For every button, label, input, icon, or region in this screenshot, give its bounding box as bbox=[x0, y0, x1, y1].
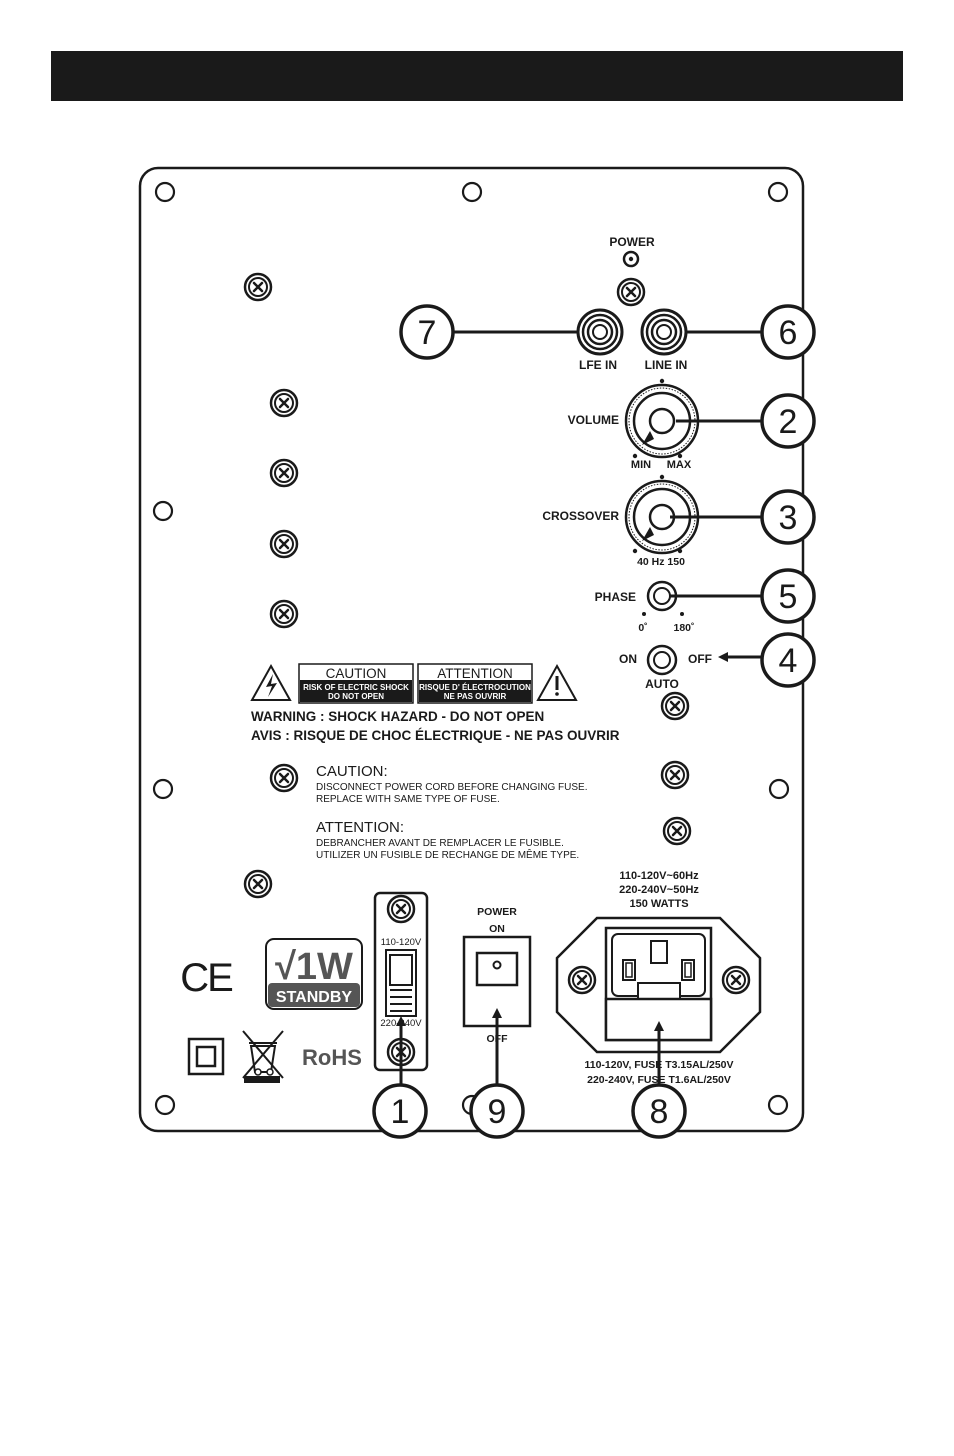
standby-small-text: STANDBY bbox=[276, 989, 352, 1006]
fuse-attention-line-1: DEBRANCHER AVANT DE REMPLACER LE FUSIBLE… bbox=[316, 838, 564, 849]
volume-label: VOLUME bbox=[568, 413, 619, 427]
power-led bbox=[622, 250, 640, 268]
callout-circles bbox=[372, 304, 816, 1139]
power-rating-line-1: 110-120V~60Hz bbox=[619, 870, 699, 882]
warning-line-2: AVIS : RISQUE DE CHOC ÉLECTRIQUE - NE PA… bbox=[251, 728, 620, 743]
attention-label-box bbox=[417, 663, 533, 704]
weee-bin-icon bbox=[242, 1030, 284, 1083]
callout-5: 5 bbox=[779, 578, 798, 616]
fuse-attention-line-2: UTILIZER UN FUSIBLE DE RECHANGE DE MÊME … bbox=[316, 848, 579, 861]
attention-box-title: ATTENTION bbox=[437, 666, 513, 681]
fuse-caution-heading: CAUTION: bbox=[316, 763, 388, 780]
line-in-label: LINE IN bbox=[645, 358, 688, 372]
lightning-warning-icon bbox=[250, 663, 292, 701]
callout-8: 8 bbox=[650, 1093, 669, 1131]
callout-lines bbox=[396, 330, 762, 1087]
callout-3: 3 bbox=[779, 499, 798, 537]
callout-1: 1 bbox=[391, 1093, 410, 1131]
header-bar bbox=[51, 51, 903, 101]
caution-box-title: CAUTION bbox=[326, 666, 387, 681]
attention-box-sub2: NE PAS OUVRIR bbox=[444, 692, 507, 701]
lfe-in-jack[interactable] bbox=[576, 308, 624, 356]
caution-box-sub2: DO NOT OPEN bbox=[328, 692, 384, 701]
power-switch-on: ON bbox=[489, 923, 505, 935]
fuse-rating-line-1: 110-120V, FUSE T3.15AL/250V bbox=[584, 1059, 733, 1071]
iec-power-inlet[interactable] bbox=[555, 916, 762, 1054]
caution-box-sub1: RISK OF ELECTRIC SHOCK bbox=[303, 683, 409, 692]
crossover-range-label: 40 Hz 150 bbox=[637, 556, 685, 568]
power-rating-line-2: 220-240V~50Hz bbox=[619, 884, 699, 896]
rohs-mark: RoHS bbox=[302, 1045, 362, 1070]
ce-mark: CE bbox=[180, 956, 232, 1000]
on-label: ON bbox=[619, 652, 637, 666]
lfe-in-label: LFE IN bbox=[579, 358, 617, 372]
exclamation-warning-icon bbox=[536, 663, 578, 701]
phase-label: PHASE bbox=[595, 590, 636, 604]
standby-badge bbox=[265, 938, 363, 1010]
callout-9: 9 bbox=[488, 1093, 507, 1131]
double-insulation-icon bbox=[187, 1037, 225, 1076]
volume-min-label: MIN bbox=[631, 459, 651, 471]
callout-6: 6 bbox=[779, 314, 798, 352]
callout-4: 4 bbox=[779, 642, 798, 680]
power-rating-line-3: 150 WATTS bbox=[629, 898, 688, 910]
volume-max-label: MAX bbox=[667, 459, 692, 471]
power-switch-off: OFF bbox=[487, 1033, 509, 1045]
line-in-jack[interactable] bbox=[640, 308, 688, 356]
crossover-knob[interactable] bbox=[624, 474, 700, 555]
off-label: OFF bbox=[688, 652, 712, 666]
callout-7: 7 bbox=[418, 314, 437, 352]
phase-180-label: 180˚ bbox=[673, 622, 694, 634]
voltage-selector-switch[interactable] bbox=[373, 891, 429, 1072]
auto-label: AUTO bbox=[645, 677, 679, 691]
fuse-rating-line-2: 220-240V, FUSE T1.6AL/250V bbox=[587, 1074, 731, 1086]
attention-box-sub1: RISQUE D' ÉLECTROCUTION bbox=[419, 683, 531, 692]
callout-2: 2 bbox=[779, 403, 798, 441]
voltage-top-label: 110-120V bbox=[381, 937, 422, 948]
power-switch-title: POWER bbox=[477, 906, 517, 918]
fuse-caution-line-2: REPLACE WITH SAME TYPE OF FUSE. bbox=[316, 794, 500, 805]
volume-knob[interactable] bbox=[624, 378, 700, 459]
fuse-attention-heading: ATTENTION: bbox=[316, 819, 404, 836]
voltage-bottom-label: 220-240V bbox=[380, 1018, 422, 1029]
power-label: POWER bbox=[609, 235, 655, 249]
auto-switch[interactable] bbox=[646, 644, 678, 676]
caution-label-box bbox=[298, 663, 414, 704]
crossover-label: CROSSOVER bbox=[542, 509, 619, 523]
warning-line-1: WARNING : SHOCK HAZARD - DO NOT OPEN bbox=[251, 709, 544, 724]
standby-big-text: √1W bbox=[275, 946, 353, 988]
fuse-caution-line-1: DISCONNECT POWER CORD BEFORE CHANGING FU… bbox=[316, 782, 588, 793]
phase-0-label: 0˚ bbox=[638, 622, 647, 634]
